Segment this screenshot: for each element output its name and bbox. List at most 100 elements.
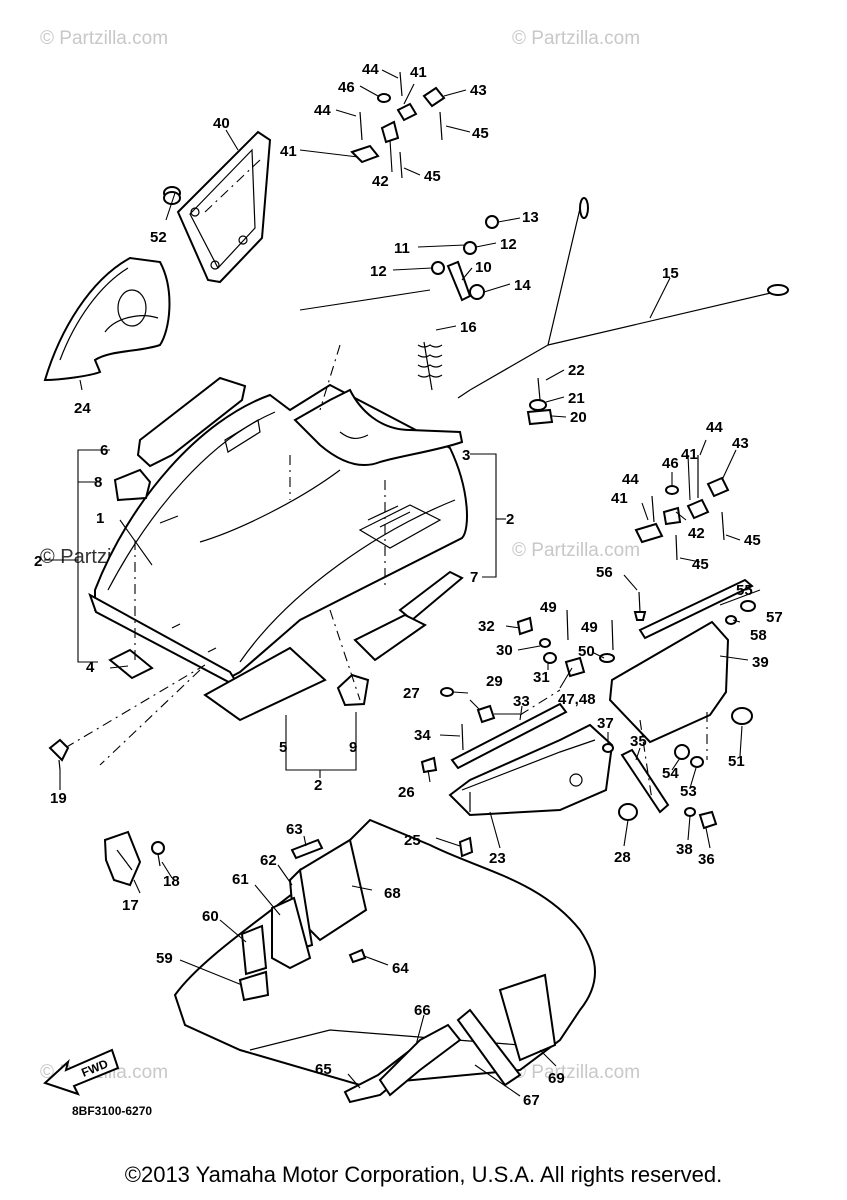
part-23-storage-tray <box>448 723 614 817</box>
callout-21: 21 <box>568 390 585 407</box>
group-bracket-bottom <box>285 712 357 778</box>
part-25-bolt <box>458 836 474 858</box>
callout-61: 61 <box>232 871 249 888</box>
part-6-foam-pad <box>136 376 247 468</box>
callout-64: 64 <box>392 960 409 977</box>
callout-41: 41 <box>681 446 698 463</box>
callout-46: 46 <box>662 455 679 472</box>
callout-44: 44 <box>362 61 379 78</box>
callout-18: 18 <box>163 873 180 890</box>
callout-12: 12 <box>500 236 517 253</box>
part-18-bolt <box>151 841 165 867</box>
watermark-top-right: © Partzilla.com <box>512 28 640 49</box>
callout-44: 44 <box>314 102 331 119</box>
callout-15: 15 <box>662 265 679 282</box>
part-9-foam-block <box>336 673 370 707</box>
callout-13: 13 <box>522 209 539 226</box>
callout-53: 53 <box>680 783 697 800</box>
callout-39: 39 <box>752 654 769 671</box>
part-24-inner-nose-cover <box>43 256 171 382</box>
callout-5: 5 <box>279 739 287 756</box>
leader-lines <box>59 69 761 1097</box>
part-55-trim-strip <box>638 578 754 640</box>
callout-56: 56 <box>596 564 613 581</box>
callout-55: 55 <box>736 582 753 599</box>
callout-46: 46 <box>338 79 355 96</box>
callout-34: 34 <box>414 727 431 744</box>
callout-36: 36 <box>698 851 715 868</box>
part-35-strip <box>620 748 670 814</box>
callout-45: 45 <box>744 532 761 549</box>
callout-23: 23 <box>489 850 506 867</box>
group-bracket-left <box>44 449 110 663</box>
callout-4: 4 <box>86 659 95 676</box>
part-27-rivet <box>440 687 454 697</box>
lower-panels <box>238 838 557 1104</box>
callout-54: 54 <box>662 765 679 782</box>
foam-block-center <box>353 613 427 662</box>
top-fastener-group <box>350 71 446 179</box>
part-57-58-washers <box>725 600 756 625</box>
callout-58: 58 <box>750 627 767 644</box>
callout-43: 43 <box>732 435 749 452</box>
callout-6: 6 <box>100 442 108 459</box>
callout-49: 49 <box>540 599 557 616</box>
callout-26: 26 <box>398 784 415 801</box>
watermark-bottom-right: © Partzilla.com <box>512 1062 640 1083</box>
callout-68: 68 <box>384 885 401 902</box>
callout-19: 19 <box>50 790 67 807</box>
callout-8: 8 <box>94 474 102 491</box>
callout-41: 41 <box>611 490 628 507</box>
part-19-bolt <box>48 664 206 771</box>
callout-10: 10 <box>475 259 492 276</box>
callout-41: 41 <box>280 143 297 160</box>
part-7-foam-strip <box>398 570 464 622</box>
callout-45: 45 <box>692 556 709 573</box>
callout-labels: 40 41 44 46 44 41 43 45 42 45 52 13 11 1… <box>34 61 783 1109</box>
part-8-foam-block <box>113 468 152 502</box>
callout-32: 32 <box>478 618 495 635</box>
callout-45: 45 <box>424 168 441 185</box>
part-53-54-grommets <box>674 744 704 768</box>
callout-29: 29 <box>486 673 503 690</box>
callout-31: 31 <box>533 669 550 686</box>
callout-41: 41 <box>410 64 427 81</box>
callout-67: 67 <box>523 1092 540 1109</box>
part-33-seal-strip <box>450 702 568 770</box>
callout-12: 12 <box>370 263 387 280</box>
callout-42: 42 <box>688 525 705 542</box>
part-5-foam-slab <box>203 646 327 722</box>
fwd-arrow-icon: FWD <box>43 1048 120 1096</box>
callout-37: 37 <box>597 715 614 732</box>
part-52-grommet <box>163 186 181 205</box>
part-4-foam-strip <box>108 648 154 680</box>
callout-2: 2 <box>506 511 514 528</box>
callout-47-48: 47,48 <box>558 691 596 708</box>
callout-33: 33 <box>513 693 530 710</box>
right-fastener-group <box>634 455 730 561</box>
part-20-22-clip <box>526 377 554 426</box>
callout-63: 63 <box>286 821 303 838</box>
watermark-top-left: © Partzilla.com <box>40 28 168 49</box>
callout-20: 20 <box>570 409 587 426</box>
part-3-seat-foam <box>293 388 464 467</box>
callout-49: 49 <box>581 619 598 636</box>
callout-69: 69 <box>548 1070 565 1087</box>
callout-52: 52 <box>150 229 167 246</box>
callout-2: 2 <box>34 553 42 570</box>
callout-27: 27 <box>403 685 420 702</box>
callout-44: 44 <box>622 471 639 488</box>
callout-11: 11 <box>394 240 410 257</box>
linkage-group <box>299 215 499 391</box>
copyright-notice: ©2013 Yamaha Motor Corporation, U.S.A. A… <box>124 1162 723 1187</box>
callout-30: 30 <box>496 642 513 659</box>
callout-42: 42 <box>372 173 389 190</box>
callout-28: 28 <box>614 849 631 866</box>
callout-60: 60 <box>202 908 219 925</box>
callout-59: 59 <box>156 950 173 967</box>
part-29-34-fasteners <box>461 609 615 751</box>
part-40-frame-panel <box>176 130 272 284</box>
callout-40: 40 <box>213 115 230 132</box>
callout-66: 66 <box>414 1002 431 1019</box>
